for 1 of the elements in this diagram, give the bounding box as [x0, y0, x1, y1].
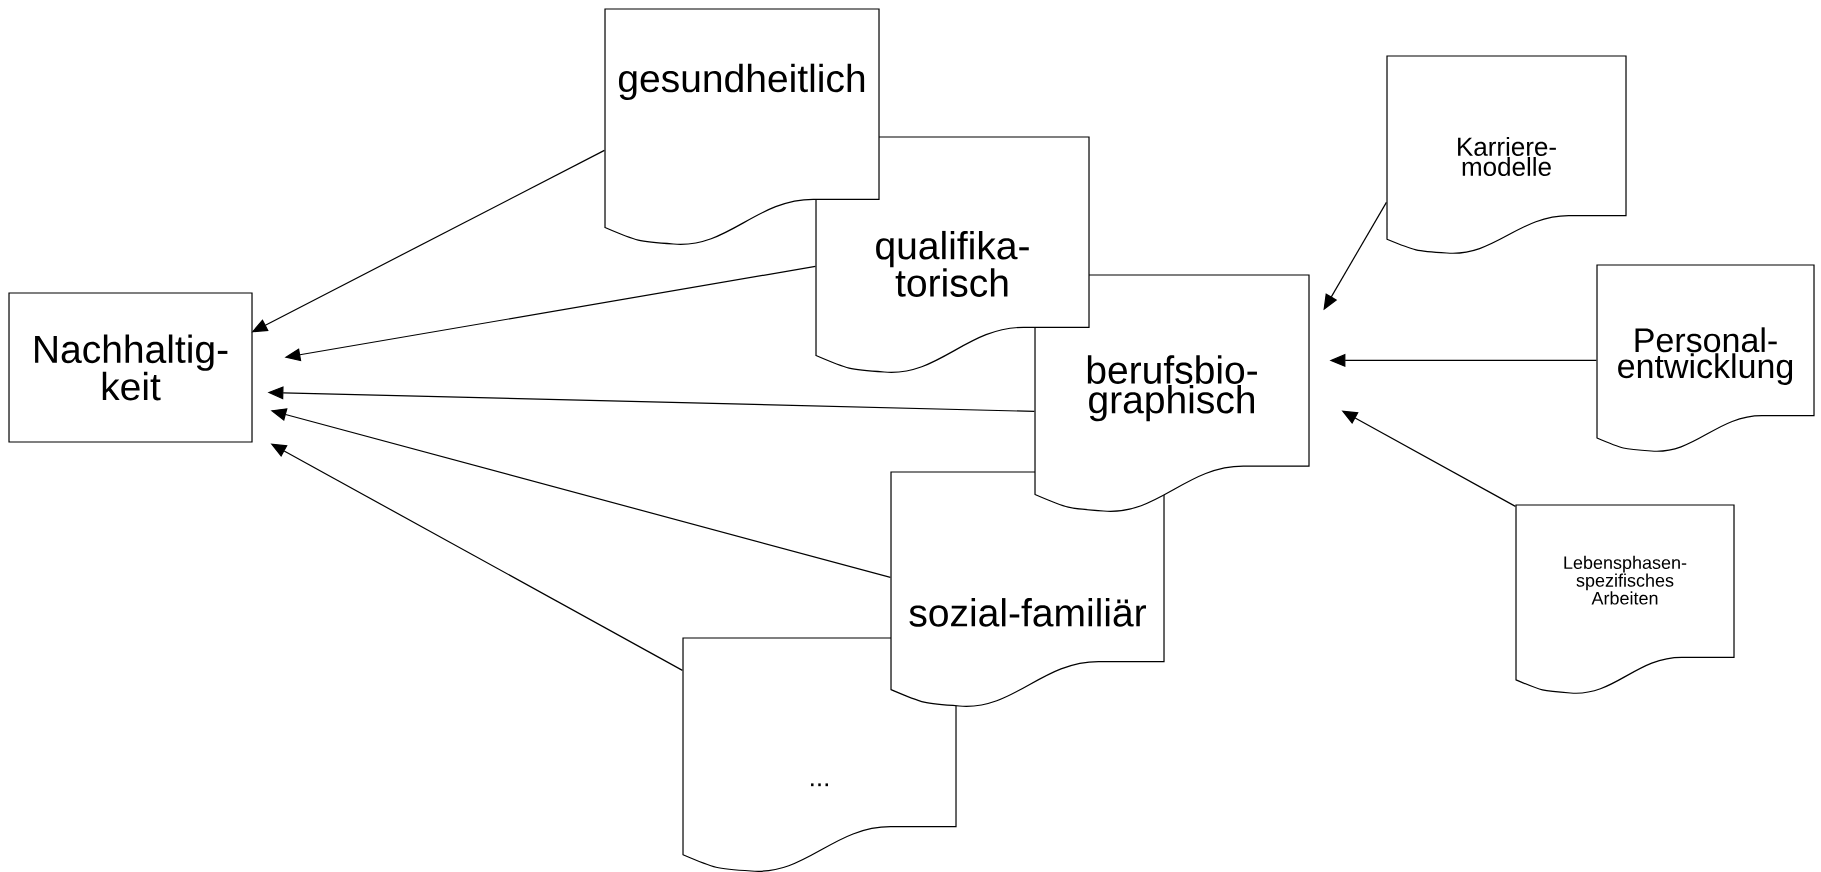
process-box: Nachhaltig- keit [8, 292, 253, 443]
